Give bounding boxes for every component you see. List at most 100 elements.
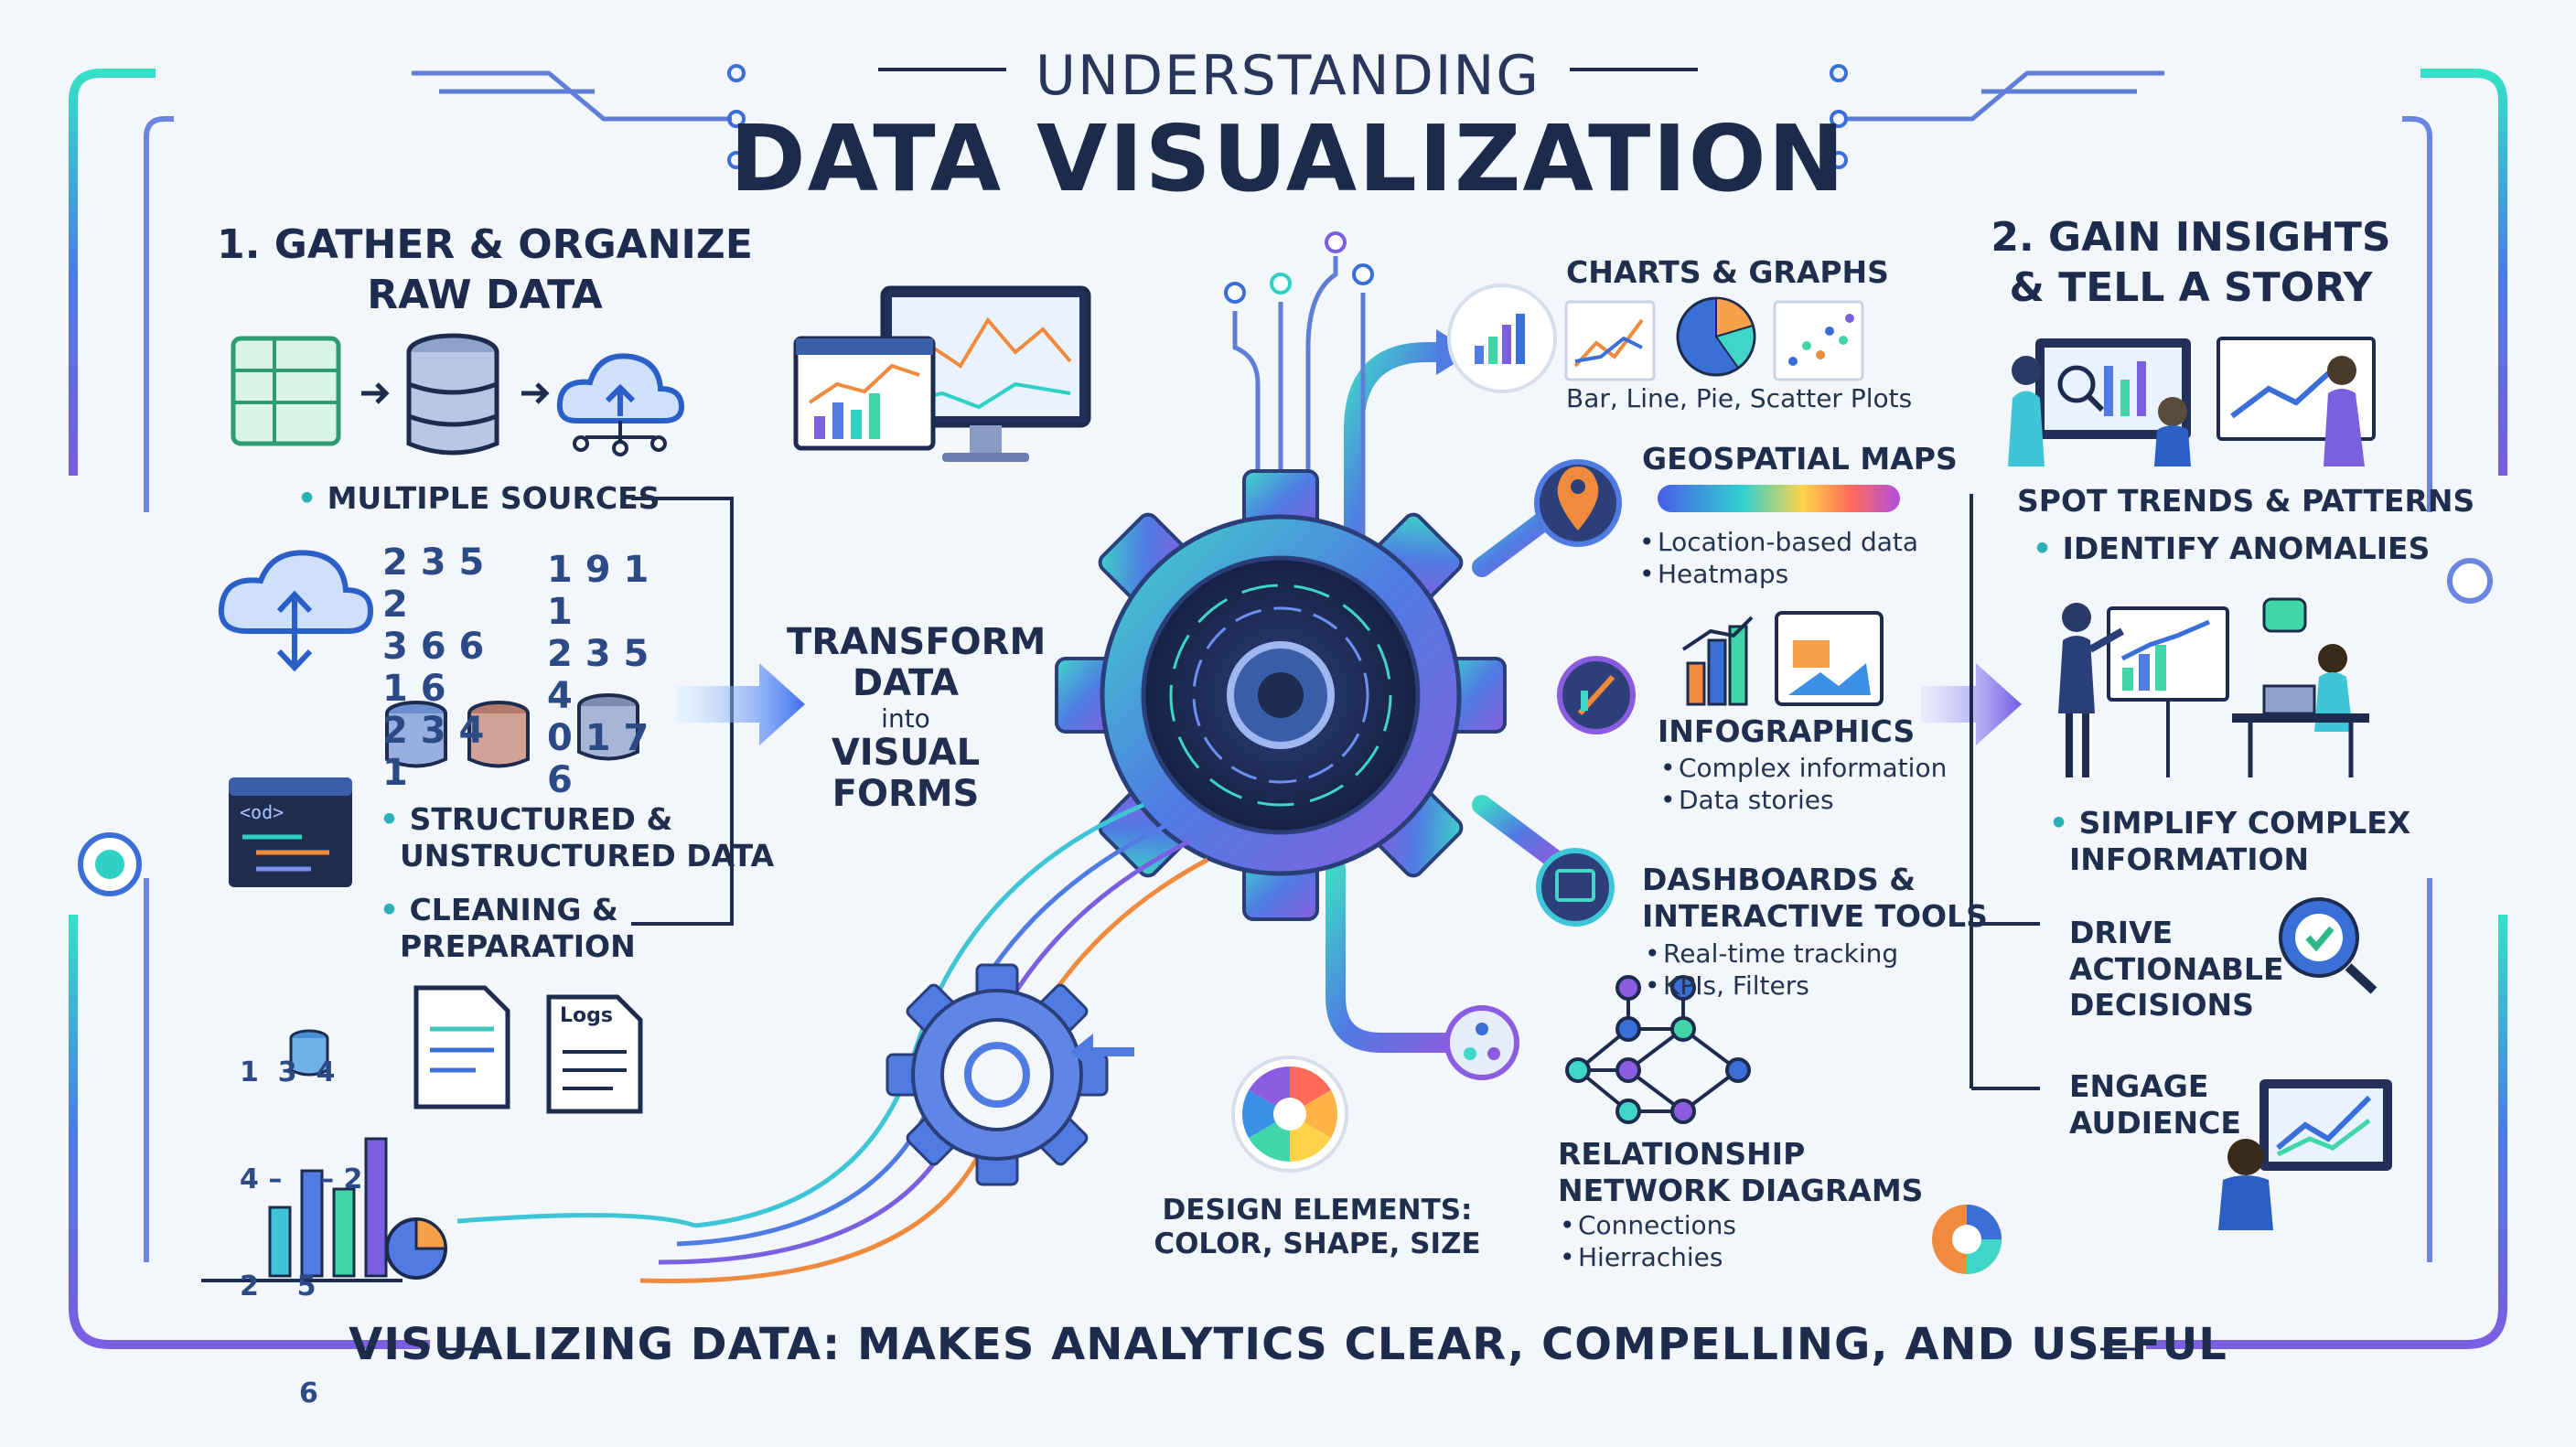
info-bullet2: Data stories (1679, 785, 1834, 815)
number-cluster-1: 2 3 5 2 3 6 6 1 6 2 3 4 1 (382, 541, 501, 794)
dash-title-line2: INTERACTIVE TOOLS (1642, 897, 1988, 934)
dash-bullet2: KPIs, Filters (1663, 970, 1809, 1001)
engage-line2: AUDIENCE (2069, 1104, 2241, 1141)
info-bullet1: Complex information (1679, 753, 1948, 783)
database-icon (406, 333, 499, 456)
db-number-row: 6 (299, 1377, 318, 1409)
frame-graphics (69, 64, 2507, 1351)
db-number-row: 1 3 4 (240, 1056, 336, 1088)
transform-line5: FORMS (832, 772, 980, 815)
dashboards-bullets: Real-time tracking KPIs, Filters (1663, 938, 1898, 1002)
dash-title-line1: DASHBOARDS & (1642, 862, 1916, 897)
left-title-line1: 1. GATHER & ORGANIZE (217, 221, 753, 268)
right-section-title: 2. GAIN INSIGHTS & TELL A STORY (1967, 212, 2415, 313)
page-title: DATA VISUALIZATION (729, 105, 1847, 212)
infographics-bullets: Complex information Data stories (1679, 752, 1947, 816)
dashboards-title: DASHBOARDS & INTERACTIVE TOOLS (1642, 862, 1988, 934)
number-cluster-2: 1 9 1 1 2 3 5 4 0 1 7 6 (547, 549, 675, 801)
right-title-line1: 2. GAIN INSIGHTS (1991, 214, 2391, 261)
db-number-row: 4 – – 2 (240, 1163, 363, 1195)
heatmap-bar (1658, 485, 1900, 512)
design-elements-label: DESIGN ELEMENTS: COLOR, SHAPE, SIZE (1134, 1194, 1500, 1261)
code-tag: <od> (240, 801, 284, 823)
footer-banner: VISUALIZING DATA: MAKES ANALYTICS CLEAR,… (349, 1319, 2227, 1370)
charts-thumbnails (1564, 296, 1864, 381)
info-bullet-dots: •• (1660, 753, 1676, 815)
transform-line4: VISUAL (831, 731, 981, 774)
charts-circle-icon (1447, 284, 1557, 393)
left-section-title: 1. GATHER & ORGANIZE RAW DATA (192, 220, 778, 320)
design-line2: COLOR, SHAPE, SIZE (1154, 1227, 1481, 1261)
small-gear-icon (886, 963, 1109, 1186)
pie-icon (385, 1217, 447, 1280)
simplify-line1: SIMPLIFY COMPLEX (2049, 805, 2411, 841)
dashboard-circle-icon (1536, 848, 1615, 927)
geo-title: GEOSPATIAL MAPS (1642, 441, 1958, 477)
rel-bullet-dots: •• (1560, 1210, 1575, 1272)
simplify-line2: INFORMATION (2069, 841, 2310, 877)
document-icon (413, 985, 510, 1109)
rel-title-line2: NETWORK DIAGRAMS (1558, 1172, 1924, 1208)
code-editor-icon (229, 777, 352, 887)
presentation-screen-icon (2008, 337, 2376, 466)
rel-title-line1: RELATIONSHIP (1558, 1136, 1806, 1172)
logs-label: Logs (560, 1004, 613, 1027)
central-gear-icon (1055, 469, 1507, 921)
transform-line1: TRANSFORM (787, 621, 1046, 663)
number-row: 2 3 5 2 (382, 541, 485, 626)
network-circle-icon (1444, 1005, 1519, 1080)
structured-data-label: STRUCTURED & UNSTRUCTURED DATA (380, 801, 774, 874)
dash-bullet1: Real-time tracking (1663, 938, 1899, 969)
design-line1: DESIGN ELEMENTS: (1162, 1194, 1473, 1227)
rel-bullet2: Hierrachies (1578, 1242, 1723, 1272)
multiple-sources-label: MULTIPLE SOURCES (297, 480, 660, 517)
cloud-sync-icon (218, 550, 374, 672)
pie-ring-icon (1932, 1205, 2002, 1274)
color-wheel-icon (1231, 1056, 1348, 1173)
relationship-title: RELATIONSHIP NETWORK DIAGRAMS (1558, 1136, 1923, 1208)
db-number-row: 2 5 (240, 1270, 317, 1302)
database-row-icon (385, 693, 639, 768)
network-diagram-icon (1565, 975, 1751, 1124)
geo-bullets: Location-based data Heatmaps (1658, 526, 1918, 590)
structured-line2: UNSTRUCTURED DATA (400, 837, 775, 874)
infographic-circle-icon (1557, 656, 1636, 734)
drive-line1: DRIVE (2069, 915, 2174, 950)
gear-check-icon (2279, 897, 2377, 994)
infographic-thumbnails (1681, 611, 1884, 706)
simplify-label: SIMPLIFY COMPLEX INFORMATION (2049, 805, 2410, 877)
monitor-chart-icon (793, 285, 1091, 462)
geo-bullet2: Heatmaps (1658, 559, 1789, 589)
transform-label: TRANSFORM DATA into VISUAL FORMS (787, 621, 1046, 815)
charts-title: CHARTS & GRAPHS (1566, 254, 1889, 290)
map-pin-circle-icon (1534, 459, 1622, 547)
right-title-line2: & TELL A STORY (2009, 264, 2373, 311)
number-row: 2 3 5 4 (547, 633, 649, 717)
cloud-upload-icon (556, 353, 685, 456)
dash-bullet-dots: •• (1645, 938, 1660, 1001)
bar-chart-icon (201, 1137, 402, 1282)
number-row: 2 3 4 1 (382, 710, 485, 794)
spot-trends-label: SPOT TRENDS & PATTERNS (2017, 483, 2475, 519)
presenter-icon (2058, 597, 2369, 777)
rel-bullet1: Connections (1578, 1210, 1737, 1240)
logs-document-icon (546, 994, 643, 1114)
transform-line3: into (881, 702, 930, 734)
header-subtitle: UNDERSTANDING (1036, 44, 1540, 108)
drive-line2: ACTIONABLE (2069, 950, 2284, 987)
spreadsheet-icon (231, 336, 341, 446)
number-row: 0 1 7 6 (547, 717, 649, 801)
engage-line1: ENGAGE (2069, 1068, 2209, 1104)
number-row: 3 6 6 1 6 (382, 626, 485, 710)
left-title-line2: RAW DATA (367, 272, 603, 318)
geo-bullet1: Location-based data (1658, 527, 1919, 557)
cleaning-line2: PREPARATION (400, 927, 636, 964)
audience-screen-icon (2218, 1079, 2392, 1230)
infographics-title: INFOGRAPHICS (1658, 713, 1916, 749)
cleaning-line1: CLEANING & (380, 892, 636, 928)
identify-anomalies-label: IDENTIFY ANOMALIES (2033, 531, 2431, 567)
cleaning-label: CLEANING & PREPARATION (380, 892, 636, 964)
number-row: 1 9 1 1 (547, 549, 649, 633)
small-database-icon (289, 1029, 329, 1077)
charts-subtitle: Bar, Line, Pie, Scatter Plots (1566, 383, 1913, 413)
